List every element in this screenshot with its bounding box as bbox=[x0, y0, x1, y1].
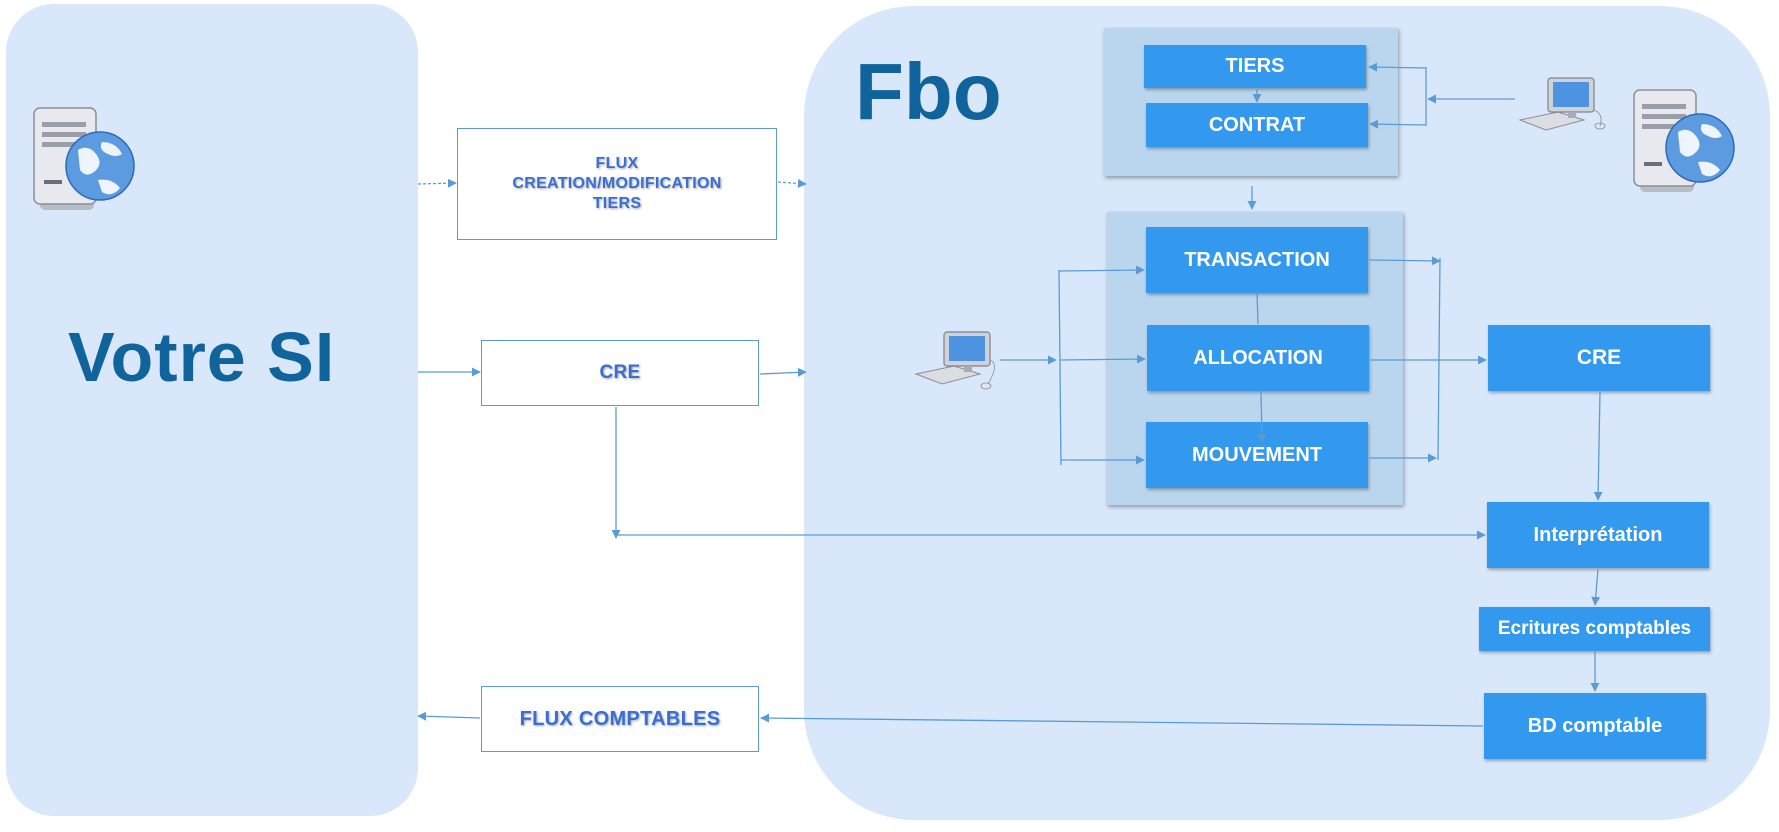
ecritures-comptables-label: Ecritures comptables bbox=[1497, 618, 1692, 639]
mouvement-box: MOUVEMENT bbox=[1146, 422, 1368, 488]
allocation-label: ALLOCATION bbox=[1193, 346, 1323, 369]
arrow-to-allocation bbox=[1059, 354, 1146, 364]
transaction-label: TRANSACTION bbox=[1184, 248, 1330, 271]
interpretation-label: Interprétation bbox=[1533, 523, 1663, 546]
computer-icon bbox=[914, 331, 995, 390]
arrow-flux-tiers-to-fbo bbox=[777, 178, 807, 188]
arrow-to-contrat bbox=[1369, 119, 1427, 129]
contrat-label: CONTRAT bbox=[1208, 113, 1306, 136]
arrow-flux-cre-to-fbo bbox=[759, 367, 807, 377]
collector-vertical bbox=[1437, 257, 1441, 461]
contrat-box: CONTRAT bbox=[1146, 103, 1368, 147]
server-globe-icon bbox=[1633, 89, 1735, 192]
computer-icon bbox=[1518, 77, 1606, 131]
fbo-title: Fbo bbox=[855, 47, 1002, 136]
arrow-allocation-to-mouvement bbox=[1257, 390, 1267, 443]
flux-comptables-box: FLUX COMPTABLES bbox=[481, 686, 759, 752]
flux-cre-box: CRE bbox=[481, 340, 759, 406]
votre-si-title: Votre SI bbox=[68, 318, 336, 396]
arrow-interpretation-to-ecritures bbox=[1591, 568, 1601, 606]
flux-tiers-box: FLUX CREATION/MODIFICATION TIERS bbox=[457, 128, 777, 240]
arrow-to-transaction bbox=[1058, 265, 1145, 275]
flux-tiers-line-2: CREATION/MODIFICATION bbox=[512, 175, 722, 192]
allocation-box: ALLOCATION bbox=[1147, 325, 1369, 391]
flux-tiers-line-1: FLUX bbox=[595, 155, 639, 172]
cre-label: CRE bbox=[1576, 346, 1622, 369]
arrow-si-to-flux-tiers bbox=[417, 178, 457, 188]
line-transaction-allocation bbox=[1256, 292, 1259, 325]
flux-cre-label: CRE bbox=[599, 362, 641, 383]
server-globe-icon bbox=[33, 107, 135, 210]
arrow-cre-to-interpretation bbox=[1593, 391, 1603, 501]
tiers-label: TIERS bbox=[1225, 55, 1285, 77]
cre-box: CRE bbox=[1488, 325, 1710, 391]
bd-comptable-label: BD comptable bbox=[1527, 714, 1663, 737]
arrow-to-tiers bbox=[1368, 62, 1427, 72]
interpretation-box: Interprétation bbox=[1487, 502, 1709, 568]
tiers-box: TIERS bbox=[1144, 45, 1366, 88]
mouvement-label: MOUVEMENT bbox=[1192, 443, 1322, 466]
flux-tiers-line-3: TIERS bbox=[592, 195, 642, 212]
bd-comptable-box: BD comptable bbox=[1484, 693, 1706, 759]
transaction-box: TRANSACTION bbox=[1146, 227, 1368, 293]
fanout-vertical bbox=[1058, 269, 1062, 466]
arrow-bd-to-flux-comptables bbox=[760, 713, 1484, 727]
arrow-from-transaction bbox=[1368, 256, 1441, 266]
ecritures-comptables-box: Ecritures comptables bbox=[1479, 607, 1710, 651]
arrow-flux-comptables-to-si bbox=[417, 711, 481, 721]
flux-comptables-label: FLUX COMPTABLES bbox=[519, 707, 721, 730]
